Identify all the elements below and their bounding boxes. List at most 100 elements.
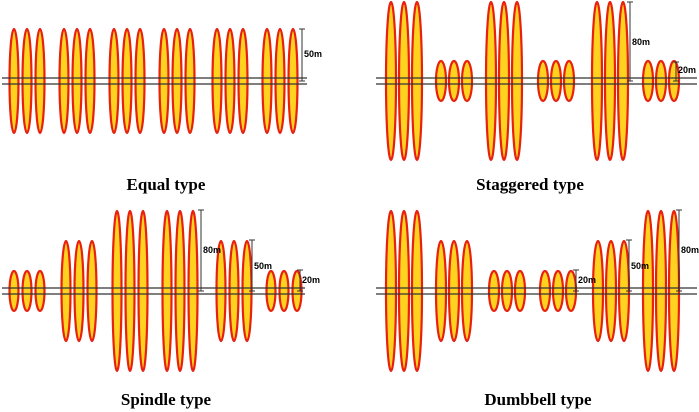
ellipse-mark [603, 0, 617, 162]
ellipse-group-large [161, 209, 199, 373]
ellipse-mark [58, 27, 70, 135]
ellipse-mark [641, 209, 655, 373]
ellipse-mark [591, 239, 605, 343]
ellipse-mark [161, 209, 173, 373]
ellipse-group-equal [8, 27, 46, 135]
ellipse-mark [261, 27, 273, 135]
ellipse-group-large [484, 0, 524, 162]
ellipse-mark [184, 27, 196, 135]
panel-caption: Dumbbell type [484, 390, 592, 409]
panel-caption: Equal type [127, 175, 206, 194]
ellipse-mark [8, 269, 20, 313]
dimension-marker: 20m [297, 269, 320, 292]
dimension-label: 20m [678, 65, 696, 75]
ellipse-mark [384, 209, 398, 373]
ellipse-mark [551, 269, 565, 313]
ellipse-mark [274, 27, 286, 135]
dimension-marker: 80m [676, 209, 699, 292]
ellipse-group-equal [108, 27, 146, 135]
dimension-marker: 20m [673, 61, 696, 82]
ellipse-mark [171, 27, 183, 135]
ellipse-group-large [384, 209, 424, 373]
ellipse-mark [460, 59, 474, 103]
ellipse-mark [487, 269, 501, 313]
ellipse-mark [460, 239, 474, 343]
ellipse-group-large [111, 209, 149, 373]
ellipse-mark [111, 209, 123, 373]
ellipse-group-equal [211, 27, 249, 135]
ellipse-mark [121, 27, 133, 135]
ellipse-group-large [641, 209, 681, 373]
ellipse-mark [513, 269, 527, 313]
ellipse-mark [73, 239, 85, 343]
ellipse-mark [447, 239, 461, 343]
dimension-marker: 20m [573, 269, 596, 292]
ellipse-mark [434, 239, 448, 343]
ellipse-mark [641, 59, 655, 103]
ellipse-mark [224, 27, 236, 135]
ellipse-mark [397, 0, 411, 162]
ellipse-mark [228, 239, 240, 343]
ellipse-mark [265, 269, 277, 313]
dimension-marker: 50m [626, 239, 649, 292]
dimension-marker: 80m [198, 209, 221, 292]
ellipse-group-small [538, 269, 578, 313]
ellipse-mark [590, 0, 604, 162]
ellipse-mark [434, 59, 448, 103]
ellipse-mark [8, 27, 20, 135]
dimension-marker: 80m [627, 1, 650, 82]
ellipse-group-medium [215, 239, 253, 343]
ellipse-group-equal [261, 27, 299, 135]
dimension-marker: 50m [299, 28, 322, 82]
ellipse-mark [71, 27, 83, 135]
ellipse-mark [484, 0, 498, 162]
dimension-marker: 50m [249, 239, 272, 292]
dimension-label: 80m [632, 37, 650, 47]
ellipse-group-small [434, 59, 474, 103]
ellipse-group-medium [60, 239, 98, 343]
ellipse-mark [278, 269, 290, 313]
ellipse-mark [137, 209, 149, 373]
ellipse-group-large [590, 0, 630, 162]
ellipse-mark [397, 209, 411, 373]
ellipse-mark [549, 59, 563, 103]
ellipse-mark [237, 27, 249, 135]
ellipse-group-small [536, 59, 576, 103]
ellipse-mark [616, 0, 630, 162]
ellipse-mark [497, 0, 511, 162]
ellipse-mark [21, 27, 33, 135]
ellipse-mark [34, 27, 46, 135]
dimension-label: 20m [578, 275, 596, 285]
ellipse-mark [124, 209, 136, 373]
panel-caption: Staggered type [476, 175, 584, 194]
dimension-label: 50m [254, 261, 272, 271]
ellipse-mark [384, 0, 398, 162]
ellipse-mark [654, 59, 668, 103]
dimension-label: 80m [203, 245, 221, 255]
ellipse-group-large [384, 0, 424, 162]
ellipse-mark [410, 209, 424, 373]
dimension-label: 50m [304, 49, 322, 59]
ellipse-group-medium [591, 239, 631, 343]
dimension-label: 80m [681, 245, 699, 255]
ellipse-mark [84, 27, 96, 135]
dimension-label: 50m [631, 261, 649, 271]
ellipse-group-equal [58, 27, 96, 135]
ellipse-mark [604, 239, 618, 343]
ellipse-mark [174, 209, 186, 373]
ellipse-mark [187, 209, 199, 373]
ellipse-mark [538, 269, 552, 313]
ellipse-mark [510, 0, 524, 162]
ellipse-group-medium [434, 239, 474, 343]
ellipse-mark [562, 59, 576, 103]
ellipse-group-small [265, 269, 303, 313]
ellipse-mark [215, 239, 227, 343]
ellipse-mark [21, 269, 33, 313]
ellipse-mark [654, 209, 668, 373]
ellipse-group-small [8, 269, 46, 313]
